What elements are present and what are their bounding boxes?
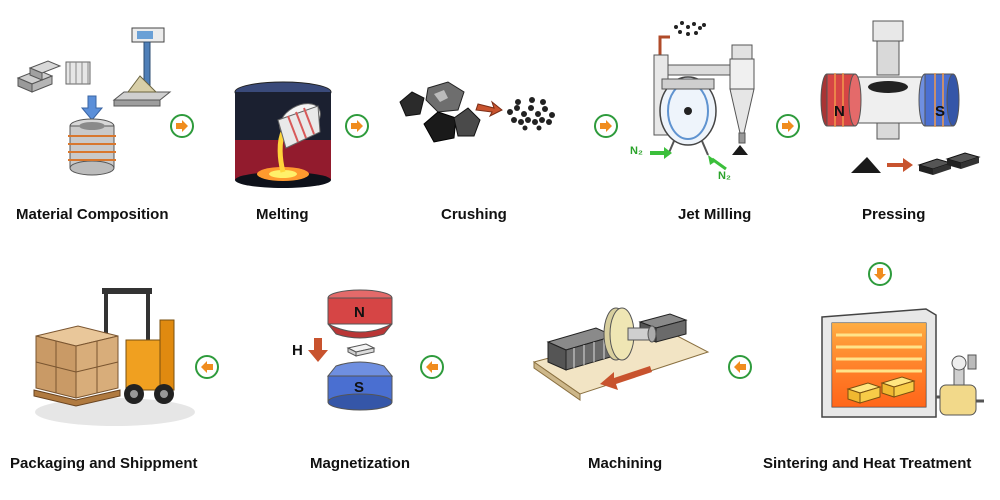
pressing-illustration: N S xyxy=(815,15,985,180)
sintering-illustration xyxy=(818,305,990,425)
north-magnet-icon xyxy=(820,73,862,127)
flow-arrow-right-icon xyxy=(170,114,194,138)
pole-north-mag: N xyxy=(354,304,365,321)
heated-blocks-icon xyxy=(846,376,916,404)
mill-chamber-icon xyxy=(659,76,717,146)
step-label-magnetization: Magnetization xyxy=(310,455,410,472)
step-label-jet-milling: Jet Milling xyxy=(678,206,752,223)
step-label-machining: Machining xyxy=(588,455,663,472)
induction-coil-icon xyxy=(68,118,116,176)
pole-north-press: N xyxy=(834,103,845,120)
step-label-material-composition: Material Composition xyxy=(16,206,169,223)
forklift-icon xyxy=(102,288,175,404)
flow-arrow-left-icon xyxy=(195,355,219,379)
flow-arrow-left-icon xyxy=(420,355,444,379)
pole-south-press: S xyxy=(935,103,946,120)
powder-particles-icon xyxy=(674,21,706,36)
crucible-icon xyxy=(277,103,321,149)
flow-arrow-right-icon xyxy=(776,114,800,138)
machining-illustration xyxy=(530,300,710,401)
step-label-crushing: Crushing xyxy=(441,206,507,223)
magnetization-illustration: N H S xyxy=(288,289,408,415)
step-label-sintering: Sintering and Heat Treatment xyxy=(763,455,972,472)
arrow-right-icon xyxy=(475,100,503,118)
jet-milling-illustration: N₂ N₂ xyxy=(628,15,768,185)
granules-icon xyxy=(507,97,555,131)
packaging-illustration xyxy=(30,280,200,430)
n2-left-label: N₂ xyxy=(630,145,643,157)
step-label-packaging: Packaging and Shippment xyxy=(10,455,198,472)
cardboard-boxes-icon xyxy=(33,325,121,407)
rock-chunks-icon xyxy=(399,81,481,143)
cyclone-icon xyxy=(729,44,755,144)
crushing-illustration xyxy=(398,78,578,148)
pressed-blocks-icon xyxy=(917,152,981,175)
scale-icon xyxy=(112,27,172,107)
valve-icon xyxy=(936,354,984,416)
melting-illustration xyxy=(228,80,338,190)
step-label-pressing: Pressing xyxy=(862,206,926,223)
material-composition-illustration xyxy=(10,20,180,180)
flow-arrow-down-icon xyxy=(868,262,892,286)
flow-arrow-right-icon xyxy=(345,114,369,138)
machined-blocks-icon xyxy=(546,313,688,371)
south-magnet-icon xyxy=(918,73,960,127)
cutting-wheel-icon xyxy=(603,307,657,361)
field-arrow-down-icon xyxy=(308,338,328,362)
flow-arrow-left-icon xyxy=(728,355,752,379)
field-label: H xyxy=(292,342,303,359)
step-label-melting: Melting xyxy=(256,206,309,223)
north-pole-icon xyxy=(327,289,393,339)
rods-icon xyxy=(65,61,91,85)
flow-arrow-right-icon xyxy=(594,114,618,138)
south-pole-icon xyxy=(326,361,394,411)
pole-south-mag: S xyxy=(354,379,365,396)
n2-right-label: N₂ xyxy=(718,170,731,182)
ingots-icon xyxy=(16,60,62,93)
